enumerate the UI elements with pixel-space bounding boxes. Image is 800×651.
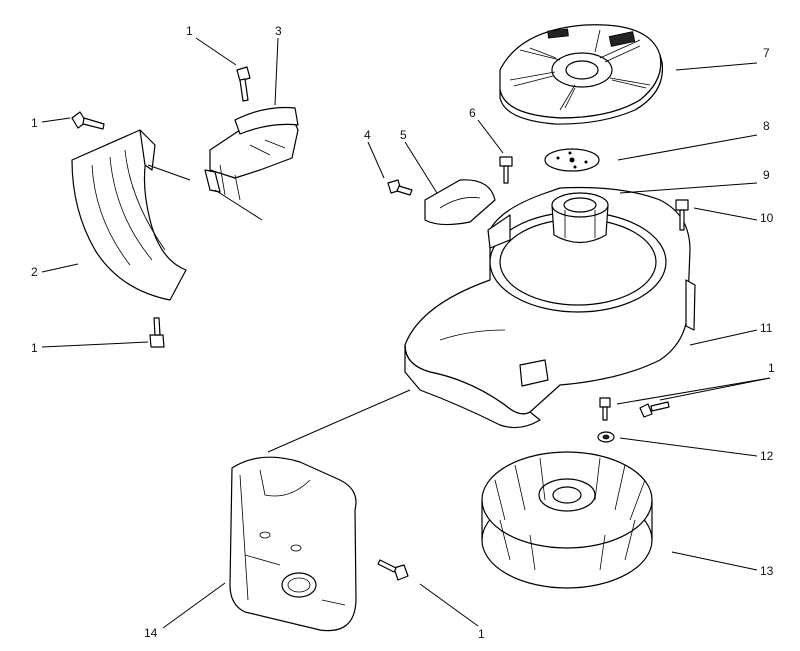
callout-12: 12 xyxy=(760,449,774,463)
bolt-4 xyxy=(387,179,413,196)
callout-1-top: 1 xyxy=(186,24,193,38)
part-13-flywheel xyxy=(481,451,653,589)
callout-4: 4 xyxy=(364,128,371,142)
part-3-bracket xyxy=(204,106,299,201)
part-7-fan-screen xyxy=(499,24,664,125)
callout-13: 13 xyxy=(760,564,774,578)
callout-3: 3 xyxy=(275,24,282,38)
callout-9: 9 xyxy=(763,168,770,182)
callout-14: 14 xyxy=(144,626,158,640)
bolt-1-lower-left xyxy=(149,317,165,348)
callout-11: 11 xyxy=(760,321,773,335)
part-14-lower-shroud xyxy=(229,456,357,632)
leader-lines xyxy=(41,37,771,629)
callout-1-lower-left: 1 xyxy=(31,341,38,355)
bolt-1-right xyxy=(599,397,670,421)
callout-labels: 1 1 1 1 1 2 3 4 5 6 7 8 9 10 11 12 13 14 xyxy=(31,24,775,641)
part-11-blower-housing xyxy=(404,186,696,429)
callout-1-right: 1 xyxy=(768,361,775,375)
callout-1-upper-left: 1 xyxy=(31,116,38,130)
callout-8: 8 xyxy=(763,119,770,133)
callout-2: 2 xyxy=(31,265,38,279)
bolt-1-bottom xyxy=(377,559,409,581)
callout-7: 7 xyxy=(763,46,770,60)
part-12-washer xyxy=(597,431,615,443)
part-8-plate xyxy=(544,148,600,172)
callout-10: 10 xyxy=(760,211,774,225)
bolt-1-upper-left xyxy=(71,111,105,130)
part-5-cover-plate xyxy=(424,179,496,226)
callout-5: 5 xyxy=(400,128,407,142)
part-9-hub xyxy=(551,192,609,244)
callout-6: 6 xyxy=(469,106,476,120)
callout-1-bottom: 1 xyxy=(478,627,485,641)
bolt-6 xyxy=(499,156,513,184)
bolt-1-top xyxy=(236,66,251,102)
part-2-shroud xyxy=(71,129,187,301)
bolt-10 xyxy=(675,199,689,231)
